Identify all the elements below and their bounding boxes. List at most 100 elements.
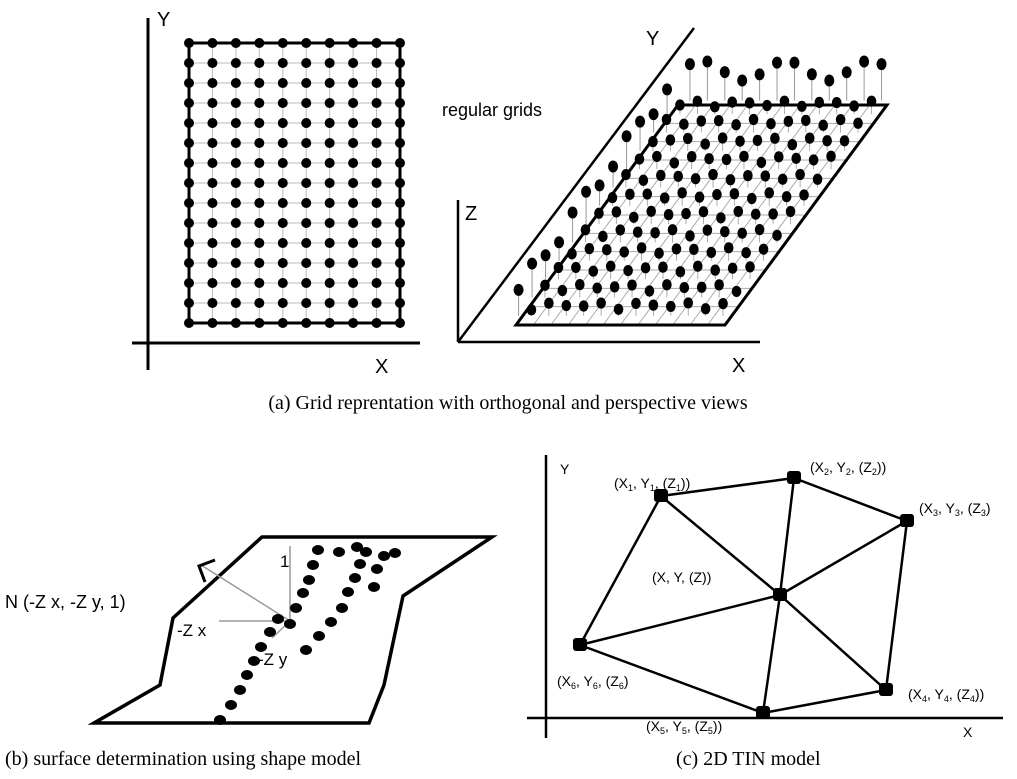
elevated-point bbox=[689, 243, 699, 255]
grid-node bbox=[230, 118, 241, 128]
elevated-point bbox=[826, 150, 836, 162]
grid-node bbox=[395, 38, 405, 48]
tin-vertex bbox=[787, 471, 801, 484]
grid-node bbox=[301, 298, 312, 308]
elevated-point bbox=[876, 58, 887, 71]
elevated-point bbox=[658, 261, 668, 273]
elevated-point bbox=[662, 83, 673, 96]
left-y-label: Y bbox=[157, 9, 170, 31]
grid-node bbox=[277, 78, 288, 88]
elevated-point bbox=[737, 74, 748, 87]
grid-node bbox=[395, 138, 405, 148]
vertex-label-3: (X3, Y3, (Z3) bbox=[919, 500, 991, 518]
c-y-label: Y bbox=[560, 461, 570, 477]
grid-node bbox=[230, 318, 241, 328]
elevated-point bbox=[594, 179, 605, 192]
surface-point bbox=[354, 559, 366, 569]
grid-node bbox=[348, 198, 359, 208]
grid-node bbox=[301, 138, 312, 148]
elevated-point bbox=[719, 66, 730, 79]
right-x-label: X bbox=[732, 355, 745, 377]
elevated-point bbox=[679, 118, 689, 130]
grid-node bbox=[371, 78, 382, 88]
grid-node bbox=[371, 98, 382, 108]
elevated-point bbox=[684, 58, 695, 71]
elevated-point bbox=[663, 209, 674, 221]
grid-node bbox=[348, 38, 359, 48]
grid-node bbox=[324, 78, 335, 88]
surface-point bbox=[325, 617, 337, 627]
grid-node bbox=[371, 258, 382, 268]
tin-vertices bbox=[573, 471, 914, 719]
grid-node bbox=[184, 298, 194, 308]
grid-node bbox=[277, 318, 288, 328]
elevated-point bbox=[635, 115, 646, 128]
elevated-point bbox=[619, 246, 630, 258]
elevated-point bbox=[706, 246, 717, 259]
grid-node bbox=[348, 118, 359, 128]
tin-edge bbox=[793, 476, 908, 523]
grid-node bbox=[230, 298, 241, 308]
surface-point bbox=[336, 603, 348, 613]
grid-node bbox=[348, 138, 359, 148]
elevated-point bbox=[613, 303, 624, 315]
grid-node bbox=[324, 158, 335, 168]
grid-node bbox=[254, 38, 265, 48]
elevated-point bbox=[725, 174, 736, 186]
elevated-point bbox=[781, 191, 792, 203]
grid-node bbox=[301, 98, 312, 108]
zx-label: -Z x bbox=[177, 621, 207, 640]
grid-node bbox=[277, 298, 288, 308]
elevated-point bbox=[654, 247, 664, 259]
elevated-point bbox=[754, 223, 765, 236]
grid-node bbox=[348, 278, 359, 288]
elevated-point bbox=[743, 170, 753, 182]
grid-node bbox=[277, 118, 288, 128]
elevated-point bbox=[748, 113, 759, 126]
elevated-point bbox=[770, 132, 780, 144]
grid-node bbox=[348, 318, 359, 328]
elevated-point bbox=[804, 132, 815, 144]
elevated-point bbox=[702, 55, 713, 68]
grid-node bbox=[395, 238, 405, 248]
grid-node bbox=[395, 298, 405, 308]
elevated-point bbox=[841, 66, 852, 79]
one-label: 1 bbox=[280, 552, 289, 571]
grid-node bbox=[371, 238, 382, 248]
zy-label: -Z y bbox=[258, 650, 288, 669]
grid-node bbox=[324, 138, 335, 148]
elevated-point bbox=[615, 224, 626, 236]
elevated-point bbox=[685, 230, 695, 242]
grid-node bbox=[301, 178, 312, 188]
grid-node bbox=[230, 38, 241, 48]
grid-node bbox=[277, 218, 288, 228]
elevated-point bbox=[718, 298, 728, 310]
elevated-point bbox=[859, 55, 870, 68]
grid-node bbox=[277, 158, 288, 168]
grid-node bbox=[184, 238, 194, 248]
grid-node bbox=[254, 118, 265, 128]
grid-node bbox=[207, 38, 218, 48]
elevated-point bbox=[628, 211, 639, 223]
grid-node bbox=[395, 218, 405, 228]
grid-node bbox=[184, 118, 194, 128]
elevated-point bbox=[704, 153, 714, 165]
elevated-point bbox=[581, 185, 592, 198]
elevated-point bbox=[710, 264, 721, 276]
elevated-point bbox=[646, 205, 657, 217]
grid-node bbox=[301, 38, 312, 48]
elevated-point bbox=[588, 265, 599, 277]
elevated-point bbox=[681, 208, 691, 220]
elevated-point bbox=[729, 188, 740, 200]
grid-node bbox=[348, 258, 359, 268]
elevated-point bbox=[791, 152, 802, 164]
vertex-label-5: (X5, Y5, (Z5)) bbox=[646, 718, 722, 736]
elevated-point bbox=[768, 208, 778, 220]
grid-node bbox=[277, 178, 288, 188]
grid-node bbox=[348, 158, 359, 168]
surface-point bbox=[297, 588, 309, 598]
surface-point bbox=[349, 573, 361, 583]
grid-node bbox=[301, 198, 312, 208]
elevated-point bbox=[638, 174, 649, 186]
surface-point bbox=[313, 631, 325, 641]
